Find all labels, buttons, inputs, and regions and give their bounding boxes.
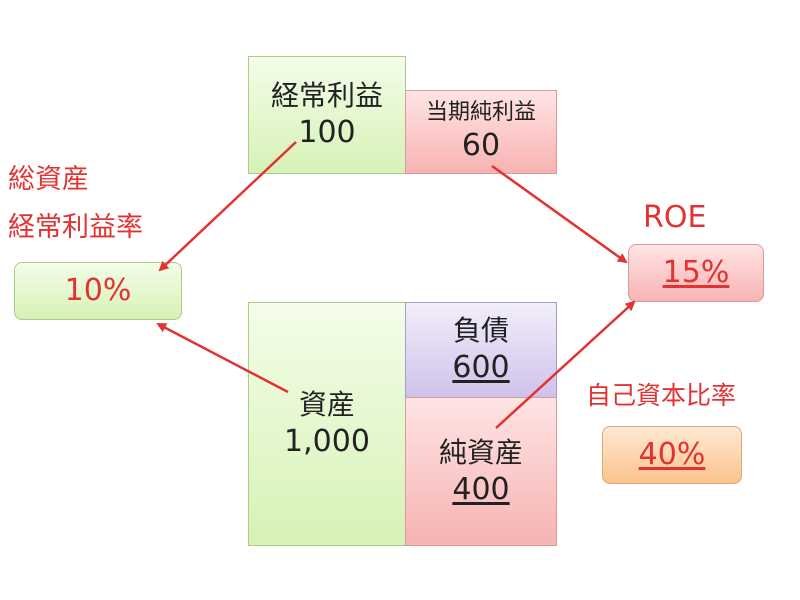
arrow-net-assets-to-roe [495,300,636,429]
net-assets-label: 純資産 [438,435,523,469]
liabilities-box: 負債 600 [405,302,557,398]
net-income-value: 60 [461,128,501,163]
ordinary-profit-value: 100 [298,115,356,150]
total-assets-ratio-label-line1: 総資産 [8,164,89,195]
roe-label: ROE [643,200,707,235]
assets-value: 1,000 [284,424,370,459]
equity-ratio-label: 自己資本比率 [586,381,737,410]
ordinary-profit-label: 経常利益 [270,79,383,112]
net-income-box: 当期純利益 60 [405,90,557,174]
liabilities-value: 600 [452,350,510,385]
roe-value-box: 15% [628,244,764,302]
assets-box: 資産 1,000 [248,302,406,546]
equity-ratio-value-box: 40% [602,426,742,484]
total-assets-ratio-value-box: 10% [14,262,182,320]
arrow-ordinary-profit-to-ratio [158,141,297,272]
arrow-net-income-to-roe [491,164,628,264]
total-assets-ratio-value: 10% [64,273,132,308]
net-assets-value: 400 [452,471,510,507]
net-assets-box: 純資産 400 [405,397,557,546]
assets-label: 資産 [298,388,355,421]
equity-ratio-value: 40% [638,437,706,472]
arrow-assets-to-ratio [156,322,289,394]
ordinary-profit-box: 経常利益 100 [248,56,406,174]
roe-value: 15% [662,255,730,290]
total-assets-ratio-label-line2: 経常利益率 [8,212,143,243]
liabilities-label: 負債 [452,314,509,347]
net-income-label: 当期純利益 [425,100,536,125]
